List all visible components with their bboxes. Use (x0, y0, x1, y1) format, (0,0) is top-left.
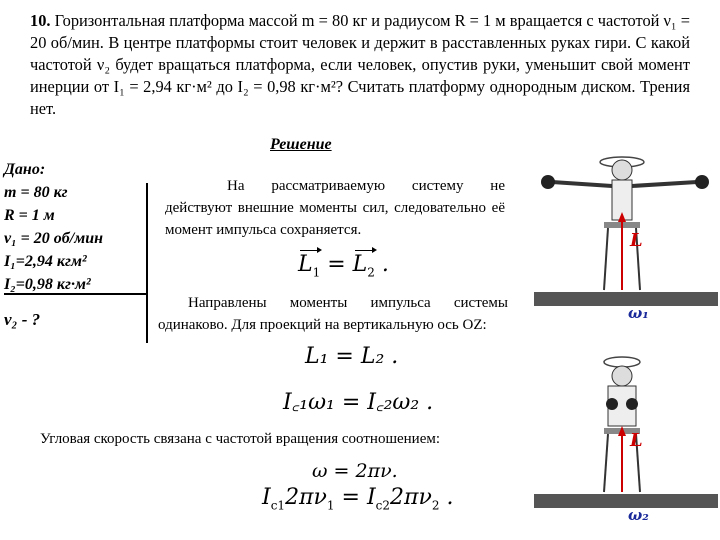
given-item-inertia1: I₁=2,94 кгм² (4, 253, 87, 270)
platform-bottom (534, 494, 718, 508)
given-item-mass: m = 80 кг (4, 184, 68, 201)
formula-final: Ic12πν1 = Ic22πν2 . (262, 485, 454, 513)
given-title: Дано: (4, 161, 46, 178)
label-L-bottom: L (629, 430, 643, 451)
label-L-top: L (629, 230, 643, 251)
given-block: Дано: m = 80 кг R = 1 м ν₁ = 20 об/мин I… (4, 158, 150, 296)
figure-arms-spread: L ω₁ (534, 156, 718, 322)
problem-statement: 10. Горизонтальная платформа массой m = … (30, 10, 690, 120)
platform-top (534, 292, 718, 306)
given-item-inertia2: I₂=0,98 кг·м² (4, 276, 91, 293)
paragraph-conservation: На рассматриваемую систему не действуют … (165, 178, 505, 238)
paragraph-angular-velocity: Угловая скорость связана с частотой вращ… (40, 431, 441, 447)
weight-left-icon (541, 175, 555, 189)
formula-omega-nu: ω = 2πν. (312, 460, 398, 482)
figure-arms-lowered: L ω₂ (534, 356, 718, 524)
weight-right-icon (695, 175, 709, 189)
solution-heading: Решение (270, 136, 332, 153)
formula-scalar-momentum: L₁ = L₂ . (305, 344, 399, 369)
arrow-L-bottom-icon (618, 426, 626, 436)
given-item-freq1: ν₁ = 20 об/мин (4, 230, 103, 247)
problem-number: 10. (30, 11, 51, 30)
weight-left-lowered-icon (606, 398, 618, 410)
given-divider-horizontal (4, 293, 146, 295)
weight-right-lowered-icon (626, 398, 638, 410)
label-omega2: ω₂ (628, 506, 649, 524)
formula-vector-momentum: L1 = L2 . (298, 246, 389, 280)
paragraph-projection: Направлены моменты импульса системы один… (158, 295, 508, 333)
rotation-illustration: L ω₁ L ω₂ (534, 156, 718, 524)
formula-inertia-omega: I꜀₁ω₁ = I꜀₂ω₂ . (283, 390, 434, 415)
problem-text: Горизонтальная платформа массой m = 80 к… (30, 11, 690, 118)
arrow-L-top-icon (618, 212, 626, 222)
label-omega1: ω₁ (628, 304, 649, 322)
given-divider-vertical (146, 183, 148, 343)
vector-L1: L1 (298, 246, 323, 280)
given-item-radius: R = 1 м (4, 207, 55, 224)
vector-L2: L2 (352, 246, 378, 280)
find-item: ν₂ - ? (4, 310, 41, 329)
